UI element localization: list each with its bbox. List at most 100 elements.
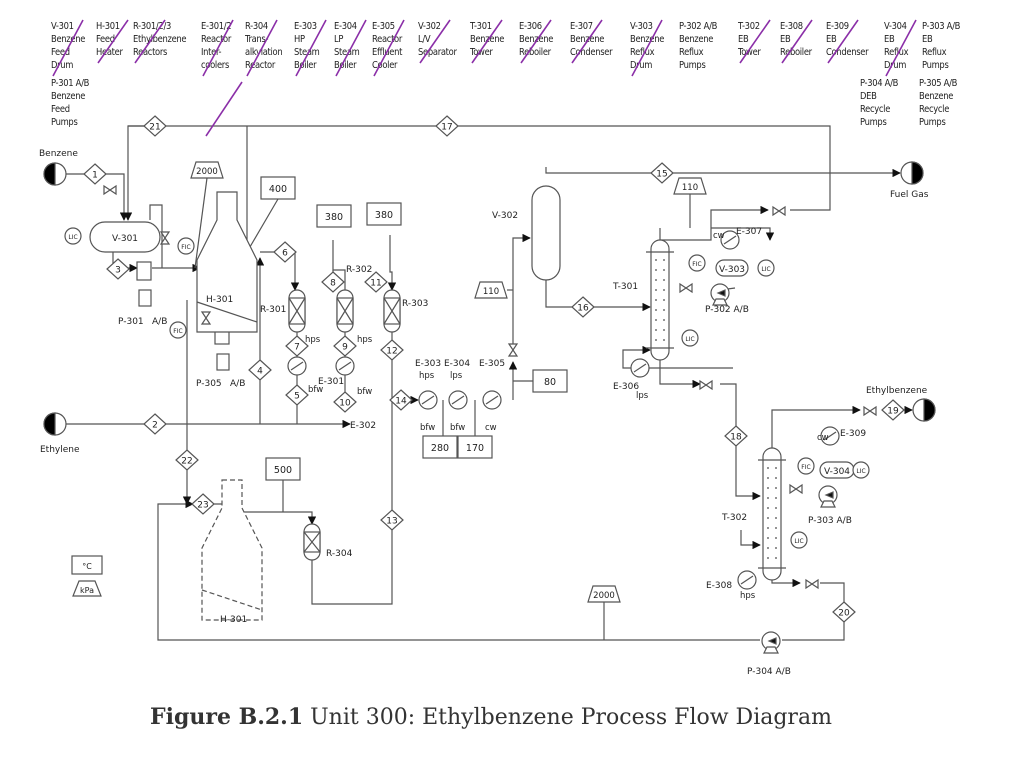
legend-tag: R-301/2/3	[133, 21, 171, 32]
p301-motor	[138, 289, 152, 307]
stream-number-5: 5	[285, 384, 309, 406]
stream-diamond	[380, 339, 404, 361]
exchanger-tube	[740, 575, 754, 585]
temperature-value: 280	[431, 443, 449, 454]
equipment-label: R-303	[402, 299, 428, 309]
t302-column	[762, 447, 782, 581]
v304-lic	[852, 461, 870, 479]
p305-motor	[216, 353, 230, 371]
v303-drum	[715, 259, 749, 277]
h301-pressure	[190, 161, 224, 179]
legend-description: Reactor Inter- coolers	[201, 34, 231, 71]
e304-e305-temp	[457, 435, 493, 459]
legend-tag: P-302 A/B	[679, 21, 718, 32]
stream-diamond	[364, 271, 388, 293]
stream-number: 3	[115, 266, 121, 276]
stream-number: 2	[152, 421, 158, 431]
v302-pressure-valve	[507, 343, 519, 357]
equipment-label: E-301	[318, 377, 344, 387]
legend-tag: V-304	[884, 21, 907, 32]
legend-tag: E-305	[372, 21, 395, 32]
stream-number-12: 12	[380, 339, 404, 361]
legend-description: Feed Heater	[96, 34, 123, 58]
legend-tag: V-302	[418, 21, 441, 32]
heater-coil	[201, 589, 263, 611]
stream-diamond	[106, 258, 130, 280]
r302-inlet-line	[332, 240, 346, 290]
stream-number-9: 9	[333, 335, 357, 357]
v303-level-valve	[772, 205, 786, 217]
strike-through-mark	[295, 19, 327, 77]
legend-tag: E-307	[570, 21, 593, 32]
temperature-unit: °C	[82, 562, 92, 571]
legend-description: Benzene Reflux Pumps	[679, 34, 714, 71]
stream-number-22: 22	[175, 449, 199, 471]
legend-tag: P-304 A/B	[860, 78, 899, 89]
legend-description: Benzene Feed Pumps	[51, 91, 86, 128]
equipment-label: E-303	[415, 359, 441, 369]
h301-fic	[177, 237, 195, 255]
pressure-key-box	[72, 580, 102, 597]
stream-number: 18	[730, 433, 742, 443]
utility-label: cw	[485, 423, 497, 433]
legend-tag: E-309	[826, 21, 849, 32]
equipment-label: H-301	[206, 295, 233, 305]
exchanger-tube	[485, 395, 499, 405]
pump-base	[763, 646, 779, 654]
v301-return-line	[149, 204, 163, 268]
catalyst-cross	[303, 531, 321, 553]
e306-loop-line	[622, 345, 733, 369]
catalyst-cross	[336, 297, 354, 325]
pressure-value: 2000	[593, 591, 615, 601]
legend-item: E-303 HP Steam Boiler	[294, 20, 320, 72]
equipment-label: V-301	[112, 234, 138, 244]
utility-label: cw	[713, 231, 725, 241]
pump-arrow	[824, 491, 834, 499]
stream-diamond	[191, 493, 215, 515]
strike-through-mark	[885, 19, 917, 77]
stream-number-10: 10	[333, 391, 357, 413]
equipment-label: E-304	[444, 359, 470, 369]
t301-reflux-valve	[679, 282, 693, 294]
strike-through-mark	[205, 81, 243, 137]
stream-number: 21	[149, 123, 160, 133]
stream-number-16: 16	[571, 296, 595, 318]
legend-tag: T-302	[738, 21, 760, 32]
stream-17-recycle-line	[128, 125, 831, 211]
utility-label: bfw	[308, 385, 323, 395]
h301-heater	[196, 191, 258, 333]
pump-arrow	[716, 289, 726, 297]
strike-through-mark	[419, 19, 451, 64]
stream-number: 10	[339, 399, 351, 409]
stream-diamond	[435, 115, 459, 137]
e303-e304-temp	[422, 435, 458, 459]
legend-item: V-304 EB Reflux Drum	[884, 20, 909, 72]
h301-heater-dashed	[201, 479, 263, 621]
legend-description: LP Steam Boiler	[334, 34, 360, 71]
legend-tag: E-303	[294, 21, 317, 32]
stream-12-13-line	[311, 332, 393, 605]
strike-through-mark	[52, 19, 84, 77]
stream-number-23: 23	[191, 493, 215, 515]
instrument-tag: FIC	[801, 464, 810, 471]
stream-number-1: 1	[83, 163, 107, 185]
stream-number: 19	[887, 407, 899, 417]
stream-number-8: 8	[321, 271, 345, 293]
catalyst-cross	[288, 297, 306, 325]
stream-number: 20	[838, 609, 850, 619]
v301-drum	[89, 221, 161, 253]
stream-diamond	[571, 296, 595, 318]
stream-number: 7	[294, 343, 300, 353]
stream-15-fuel-gas-line	[545, 167, 901, 178]
pressure-unit: kPa	[80, 586, 94, 595]
figure-caption: Figure B.2.1 Unit 300: Ethylbenzene Proc…	[150, 704, 832, 730]
stream-diamond	[143, 115, 167, 137]
legend-description: HP Steam Boiler	[294, 34, 320, 71]
equipment-label: E-309	[840, 429, 866, 439]
legend-description: EB Reflux Drum	[884, 34, 909, 71]
legend-tag: P-305 A/B	[919, 78, 958, 89]
t301-fic	[688, 254, 706, 272]
p301-pump	[136, 261, 152, 281]
equipment-label: V-302	[492, 211, 518, 221]
